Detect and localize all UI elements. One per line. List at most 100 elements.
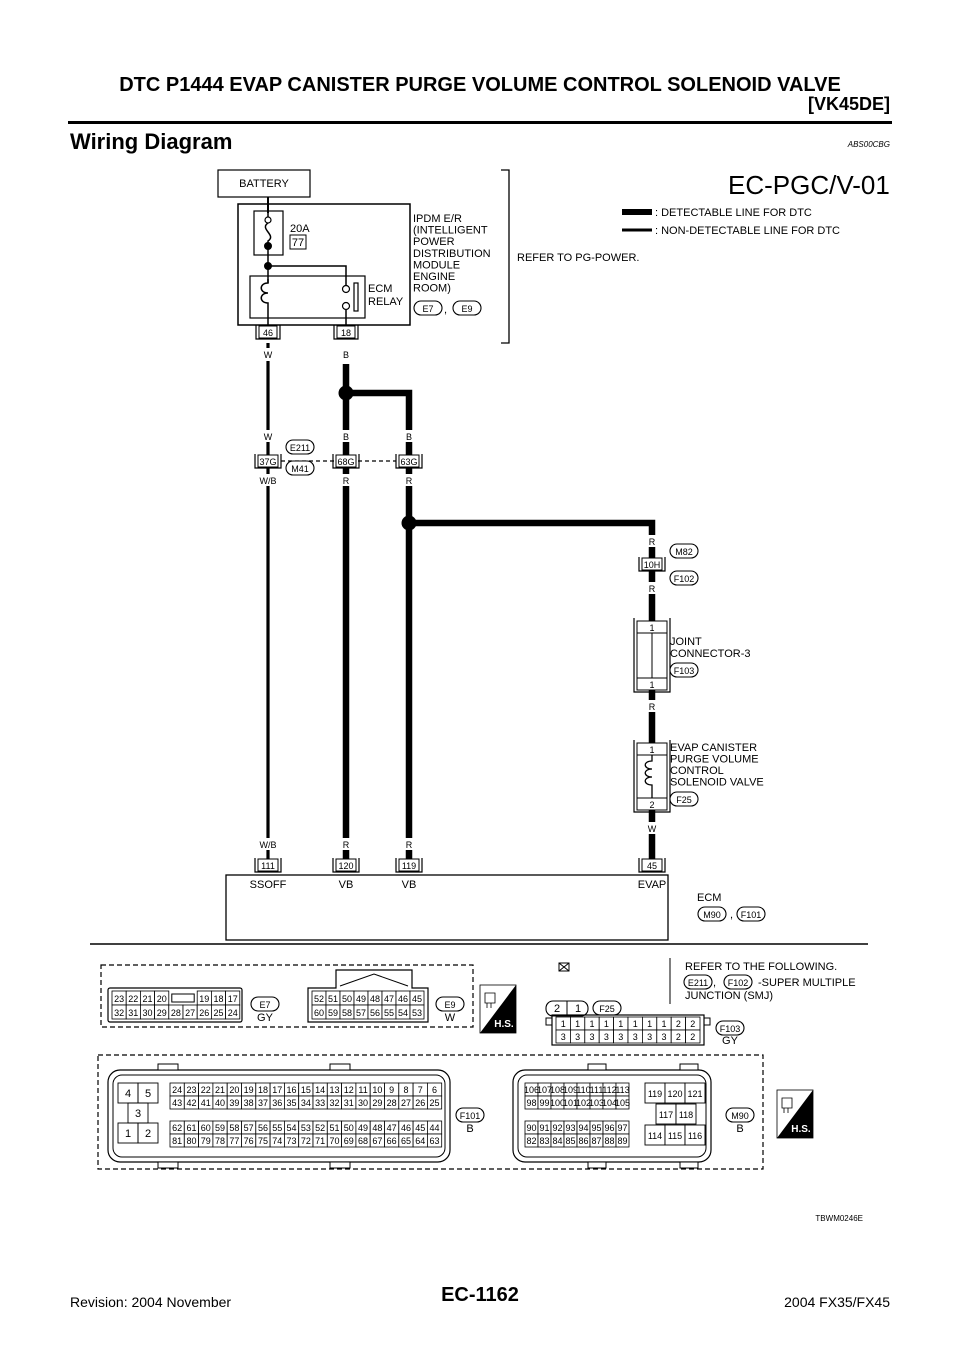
e9-pin: 57 xyxy=(356,1008,366,1018)
f101-housing xyxy=(107,1069,451,1163)
m90-pin: 95 xyxy=(591,1123,601,1133)
sep: , xyxy=(444,304,447,316)
e7-pin: 28 xyxy=(171,1008,181,1018)
solenoid-pin-bottom: 2 xyxy=(649,800,654,810)
e7-pin: 19 xyxy=(199,994,209,1004)
f101-pin: 2 xyxy=(145,1128,151,1140)
wire-color-r: R xyxy=(649,584,656,594)
f101-pin: 54 xyxy=(287,1123,297,1133)
f101-pin: 14 xyxy=(315,1085,325,1095)
f103-housing xyxy=(551,1014,705,1046)
f103-pin: 1 xyxy=(661,1019,666,1029)
ecm-pin-120: 120 xyxy=(338,861,353,871)
smj-pin-63G: 63G xyxy=(400,457,417,467)
hs-label: H.S. xyxy=(791,1124,811,1135)
ipdm-pin-18-housing xyxy=(333,325,359,340)
connector-m90-oval xyxy=(725,1107,755,1123)
f101-pin: 73 xyxy=(287,1136,297,1146)
m90-pin: 110 xyxy=(576,1085,590,1095)
e9-pin: 49 xyxy=(356,994,366,1004)
m90-pin: 106 xyxy=(524,1085,539,1095)
f101-pin: 67 xyxy=(372,1136,382,1146)
connector-icon xyxy=(781,1097,793,1113)
hs-icon xyxy=(480,985,516,1033)
connector-f103-oval xyxy=(715,1020,745,1036)
e9-pin: 46 xyxy=(398,994,408,1004)
solenoid-coil-icon xyxy=(644,755,653,798)
ecm-label: ECM xyxy=(697,892,721,904)
connector-group-top xyxy=(100,964,474,1028)
m90-tab xyxy=(587,1063,607,1071)
cell xyxy=(137,1122,159,1144)
smj-pin-68G: 68G xyxy=(337,457,354,467)
bg xyxy=(340,348,352,361)
fuse-number: 77 xyxy=(292,237,304,249)
hs-icon xyxy=(777,1090,813,1138)
solenoid-pin-box xyxy=(636,797,668,811)
m90-pin: 120 xyxy=(667,1089,682,1099)
m90-pin: 117 xyxy=(659,1110,673,1120)
e9-pin: 54 xyxy=(398,1008,408,1018)
f101-pin: 32 xyxy=(329,1098,339,1108)
figure-code: TBWM0246E xyxy=(815,1214,863,1223)
e9-pin-cell xyxy=(409,1004,425,1020)
m90-pin: 93 xyxy=(565,1123,575,1133)
battery-box xyxy=(217,169,311,198)
smj-color-above: B xyxy=(406,432,412,442)
fuse-rating: 20A xyxy=(290,223,310,235)
connector-icon xyxy=(484,992,496,1008)
m90-pin: 103 xyxy=(589,1098,604,1108)
f25-lock-icon xyxy=(558,962,570,972)
ipdm-connector-e7-oval xyxy=(413,300,443,316)
f103-pin: 2 xyxy=(676,1032,681,1042)
e9-pin: 56 xyxy=(370,1008,380,1018)
smj-pin-63G-box xyxy=(398,454,420,468)
m90-pin: 91 xyxy=(539,1123,549,1133)
bg xyxy=(257,474,279,486)
f101-pin: 12 xyxy=(344,1085,354,1095)
pin-10h-housing xyxy=(638,557,666,572)
e7-pin: 30 xyxy=(142,1008,152,1018)
f101-pin: 11 xyxy=(358,1085,367,1095)
hs-label: H.S. xyxy=(494,1019,514,1030)
m90-pin: 115 xyxy=(668,1131,682,1141)
ecm-wire-color: R xyxy=(343,840,350,850)
e7-pin: 22 xyxy=(128,994,138,1004)
f101-pin: 74 xyxy=(272,1136,282,1146)
f103-pin: 1 xyxy=(589,1019,594,1029)
bg xyxy=(336,430,356,442)
f101-pin: 76 xyxy=(244,1136,254,1146)
ecm-wire-color: R xyxy=(406,840,413,850)
m90-pin: 100 xyxy=(550,1098,565,1108)
section-title: Wiring Diagram xyxy=(70,129,233,154)
e7-pin: 26 xyxy=(199,1008,209,1018)
m90-pin-cell xyxy=(615,1133,630,1148)
m90-pin-cell xyxy=(615,1095,630,1110)
ipdm-label-5: ENGINE xyxy=(413,271,455,283)
bg xyxy=(645,822,659,834)
e7-pin: 27 xyxy=(185,1008,195,1018)
f103-pin: 1 xyxy=(561,1019,566,1029)
bracket xyxy=(501,169,510,344)
f103-pin: 2 xyxy=(690,1032,695,1042)
m90-pin: 104 xyxy=(602,1098,617,1108)
m90-pin: 121 xyxy=(687,1089,702,1099)
ipdm-label-0: IPDM E/R xyxy=(413,213,462,225)
f103-pin: 3 xyxy=(633,1032,638,1042)
solenoid-label-0: EVAP CANISTER xyxy=(670,742,757,754)
ipdm-pin-46-box xyxy=(258,325,278,339)
connector-e9: E9 xyxy=(444,1000,455,1010)
f101-pin-cell xyxy=(426,1095,443,1110)
smj-pin-37G: 37G xyxy=(259,457,276,467)
e7-housing xyxy=(107,987,243,1023)
ecm-connector-m90: M90 xyxy=(703,910,721,920)
f101-pin: 15 xyxy=(301,1085,311,1095)
junction-dot xyxy=(338,385,354,401)
joint-label-2: CONNECTOR-3 xyxy=(670,648,750,660)
f101-pin: 49 xyxy=(358,1123,368,1133)
ecm-pin-45-housing xyxy=(638,858,666,873)
m90-pin: 84 xyxy=(552,1136,562,1146)
m90-pin: 108 xyxy=(550,1085,565,1095)
tab xyxy=(545,1017,553,1026)
ecm-relay-box xyxy=(249,275,366,319)
